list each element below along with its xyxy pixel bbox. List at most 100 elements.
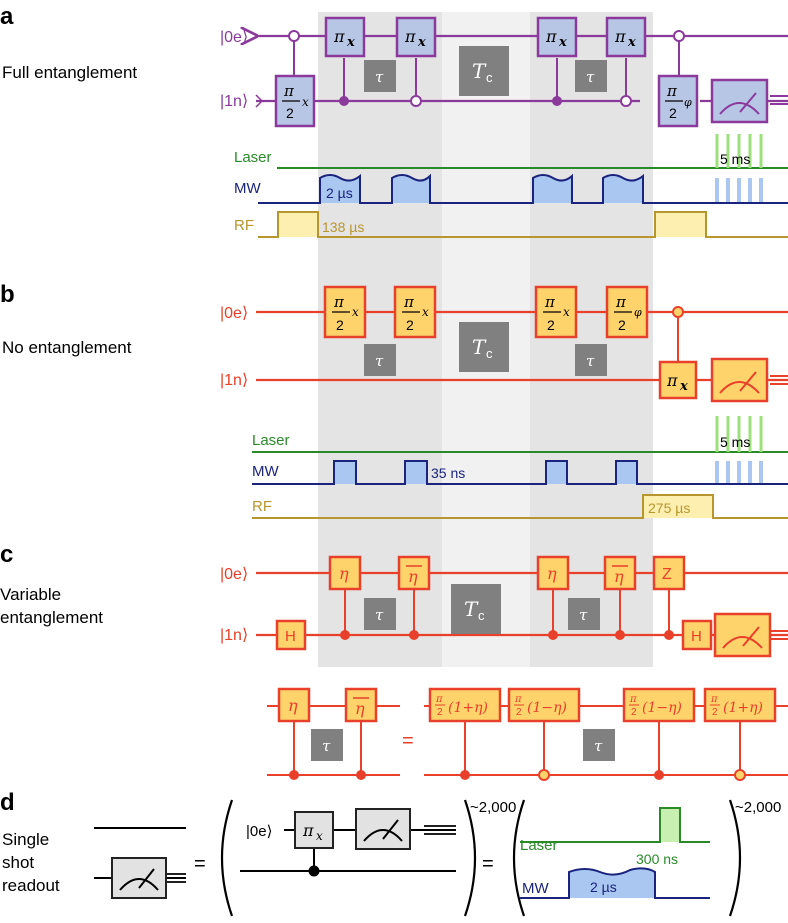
panel-c: c Variable entanglement |0e⟩ |1n⟩ H η η … [0, 541, 788, 781]
panel-d-laser-duration: 300 ns [636, 851, 678, 867]
panel-c-tau-box-1 [364, 598, 396, 630]
svg-text:2: 2 [631, 707, 637, 718]
svg-text:π: π [404, 27, 416, 46]
panel-b-mw-waveform [252, 460, 788, 485]
svg-text:x: x [302, 95, 309, 109]
svg-text:T: T [472, 59, 487, 83]
panel-a-mw-readout-pulses [715, 178, 763, 202]
panel-d-laser-label: Laser [520, 837, 558, 854]
panel-d-mw-duration: 2 µs [590, 879, 617, 895]
panel-d-repeat-2: ~2,000 [735, 799, 781, 816]
panel-a-mw-duration: 2 µs [326, 185, 353, 201]
svg-text:x: x [352, 305, 359, 319]
panel-a-nuclear-label: |1n⟩ [220, 93, 248, 110]
panel-b-title: No entanglement [2, 338, 132, 357]
panel-b-pi-x-gate [658, 360, 698, 400]
panel-d-equals-1: = [194, 853, 206, 875]
panel-b-nuclear-label: |1n⟩ [220, 372, 248, 389]
panel-d-equals-2: = [482, 853, 494, 875]
svg-text:π: π [666, 82, 678, 100]
svg-text:2: 2 [336, 317, 344, 333]
svg-text:x: x [316, 829, 323, 843]
svg-text:H: H [691, 628, 702, 645]
panel-a-tc-box [459, 46, 509, 96]
svg-text:2: 2 [712, 707, 718, 718]
svg-text:(1−η): (1−η) [642, 700, 682, 716]
panel-c-electron-label: |0e⟩ [220, 566, 248, 583]
panel-c-eta-bar-gate-1 [397, 555, 431, 591]
panel-b-tc-box [459, 322, 509, 372]
svg-text:π: π [544, 293, 556, 311]
svg-text:π: π [629, 694, 637, 705]
svg-text:H: H [285, 628, 296, 645]
panel-a-laser-duration: 5 ms [720, 151, 750, 167]
panel-c-z-gate [652, 555, 686, 591]
panel-d-title-line1: Single [2, 830, 49, 849]
panel-d-title-line2: shot [2, 853, 34, 872]
panel-a-electron-label: |0e⟩ [220, 29, 248, 46]
svg-text:(1+η): (1+η) [723, 700, 763, 716]
svg-text:π: π [283, 82, 295, 100]
panel-b-laser-duration: 5 ms [720, 434, 750, 450]
panel-b-tau-box-1 [364, 344, 396, 376]
panel-c-h-gate-2 [681, 619, 713, 651]
svg-text:π: π [403, 293, 415, 311]
svg-text:π: π [615, 293, 627, 311]
svg-text:π: π [514, 694, 522, 705]
panel-a-mw-label: MW [234, 180, 261, 197]
svg-text:τ: τ [375, 68, 384, 86]
svg-text:φ: φ [684, 96, 692, 109]
panel-a-tau-box-2 [575, 60, 607, 92]
svg-text:T: T [464, 597, 479, 621]
svg-text:φ: φ [634, 306, 642, 319]
panel-a-measurement-icon [710, 78, 769, 124]
svg-text:τ: τ [375, 352, 384, 370]
svg-text:x: x [417, 35, 426, 50]
panel-b-rf-waveform [252, 494, 788, 519]
svg-text:x: x [627, 35, 636, 50]
panel-c-equals: = [402, 730, 414, 752]
panel-b-rf-duration: 275 µs [648, 500, 690, 516]
svg-text:2: 2 [437, 707, 443, 718]
svg-text:π: π [666, 371, 678, 390]
svg-text:x: x [679, 379, 688, 394]
svg-text:2: 2 [516, 707, 522, 718]
svg-text:η: η [547, 564, 557, 583]
svg-text:x: x [563, 305, 570, 319]
svg-text:τ: τ [322, 737, 331, 755]
panel-b: b No entanglement |0e⟩ |1n⟩ π 2 x π 2 x … [0, 281, 788, 519]
svg-text:η: η [288, 696, 298, 715]
panel-a-rf-waveform [258, 211, 788, 238]
panel-c-tc-box [451, 584, 501, 634]
panel-c-decomp-tau-box [311, 729, 343, 761]
svg-text:2: 2 [618, 317, 626, 333]
svg-text:η: η [614, 567, 624, 586]
panel-d-title-line3: readout [2, 876, 60, 895]
panel-b-electron-label: |0e⟩ [220, 305, 248, 322]
panel-d-repeat-1: ~2,000 [470, 799, 516, 816]
panel-b-laser-label: Laser [252, 432, 290, 449]
svg-text:(1+η): (1+η) [448, 700, 488, 716]
panel-c-tau-box-2 [568, 598, 600, 630]
panel-b-pi-half-gate-3 [534, 285, 578, 339]
svg-text:2: 2 [286, 105, 294, 121]
panel-d-pi-x-gate [294, 811, 334, 849]
panel-d-mw-label: MW [522, 880, 549, 897]
panel-c-decomp-eta-bar-gate [344, 687, 378, 723]
panel-c-title-line1: Variable [0, 585, 61, 604]
svg-text:x: x [422, 305, 429, 319]
svg-text:τ: τ [579, 606, 588, 624]
panel-c-eta-gate-1 [328, 555, 362, 591]
panel-a-laser-pulses [715, 134, 763, 168]
svg-text:π: π [614, 27, 626, 46]
svg-text:π: π [333, 27, 345, 46]
panel-c-letter: c [0, 541, 13, 568]
panel-d-letter: d [0, 789, 15, 816]
svg-text:π: π [710, 694, 718, 705]
svg-text:c: c [486, 70, 493, 85]
svg-text:η: η [339, 564, 349, 583]
panel-b-mw-label: MW [252, 463, 279, 480]
svg-text:τ: τ [375, 606, 384, 624]
panel-c-measurement-icon [713, 612, 772, 658]
